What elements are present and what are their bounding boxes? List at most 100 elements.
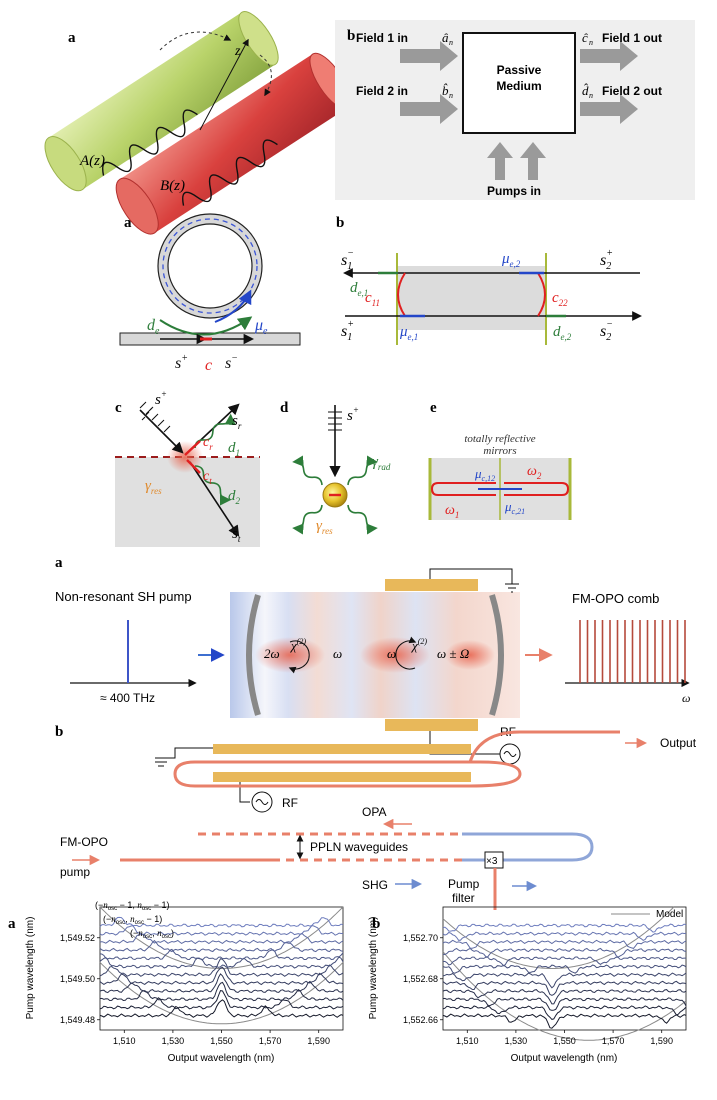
chart-a-label: a (8, 916, 16, 932)
pump-label-2: pump (60, 865, 90, 879)
chart-a-series (99, 906, 344, 1025)
splus-label: s+ (175, 353, 188, 372)
y-tick-label: 1,552.66 (403, 1015, 438, 1025)
ring-inner (167, 223, 253, 309)
pump-trace (442, 956, 686, 967)
c-transmitted (189, 461, 240, 537)
pump-trace (99, 981, 344, 1002)
x-tick-label: 1,590 (307, 1036, 330, 1046)
e-omega1-label: ω1 (445, 503, 459, 520)
s2minus-label: s2− (600, 319, 613, 343)
panel3e-mirrors: e totally reflective mirrors μc,12 ω2 ω1… (428, 400, 572, 520)
s2plus-label: s2+ (600, 248, 613, 272)
x-tick-label: 1,510 (456, 1036, 479, 1046)
mue1-label: μe,1 (399, 324, 418, 342)
panel2a-label: a (124, 215, 132, 231)
e-title-1: totally reflective (464, 433, 535, 445)
c-d2-label: d2 (228, 488, 241, 506)
de-label: de (147, 317, 160, 337)
panel2b-two-port: b s1− s1+ s2+ s2− de,1 c11 μe,1 μe,2 c22… (336, 215, 642, 345)
c-label: c (205, 357, 212, 374)
op-c: ĉ (582, 30, 588, 45)
panel4b-label: b (55, 724, 63, 740)
field1-in-label: Field 1 in (356, 31, 408, 45)
x-tick-label: 1,570 (259, 1036, 282, 1046)
ppln-label: PPLN waveguides (310, 840, 408, 854)
pump-trace (99, 973, 344, 994)
panel4a-fm-opo: a Non-resonant SH pump ≈ 400 THz RF 2ω χ… (55, 555, 690, 765)
de-arrow (159, 316, 253, 336)
pump-trace (99, 925, 344, 936)
c11-curve (397, 272, 406, 317)
pumps-in-label: Pumps in (487, 184, 541, 198)
pump-arrow-1 (487, 142, 513, 180)
d-splus-label: s+ (347, 405, 359, 424)
op-d-sub: n (589, 91, 593, 100)
passive-medium-title-1: Passive (497, 63, 542, 77)
chi2-left: χ(2) (289, 637, 306, 653)
x-tick-label: 1,550 (553, 1036, 576, 1046)
output-guide (468, 730, 620, 763)
c-gamma-res-label: γres (145, 478, 162, 496)
e-omega2-label: ω2 (527, 464, 542, 481)
panel2a-ring-resonator: a de μe s+ c s− (119, 213, 301, 374)
cyl-a-label: A(z) (79, 153, 105, 169)
chart-b-xlabel: Output wavelength (nm) (511, 1053, 618, 1064)
c-splus-label: s+ (155, 389, 167, 408)
op-a-sub: n (449, 38, 453, 47)
chi2-right: χ(2) (410, 637, 427, 653)
chart-a-ylabel: Pump wavelength (nm) (25, 917, 36, 1020)
electrode-bottom (385, 719, 478, 731)
field2-out-label: Field 2 out (602, 84, 662, 98)
panel3d-label: d (280, 400, 289, 416)
y-tick-label: 1,549.50 (60, 974, 95, 984)
omega-left: ω (333, 646, 342, 661)
mirror-left-4a (246, 594, 261, 716)
chart-b-series (442, 906, 687, 1041)
two-omega-label: 2ω (264, 646, 280, 661)
pump-trace (442, 947, 687, 958)
wave-b-path (182, 139, 278, 206)
pump-trace (99, 916, 344, 928)
passive-medium-box (462, 32, 576, 134)
y-tick-label: 1,549.52 (60, 933, 95, 943)
sminus-label: s− (225, 353, 238, 372)
panel3c-interface: c sr d1 cr ct d2 st s+ γres (115, 389, 260, 547)
op-b-sub: n (449, 91, 453, 100)
c-st-label: st (232, 526, 241, 544)
mirror-right-4a (489, 594, 504, 716)
c22-label: c22 (552, 290, 568, 308)
electrode-top (385, 579, 478, 591)
electrode-top-4b (213, 744, 471, 754)
mue-label: μe (254, 317, 268, 337)
comb-omega-label: ω (682, 691, 690, 705)
de2-label: de,2 (553, 324, 572, 342)
model-curve (99, 906, 344, 969)
rf-label-4b: RF (282, 796, 298, 810)
ring-guide (173, 760, 522, 788)
wave-a-path (102, 109, 198, 176)
passive-medium-title-2: Medium (496, 79, 541, 93)
cr-arrow (184, 440, 201, 456)
model-curve (99, 961, 344, 1025)
op-a: â (442, 30, 449, 45)
field1-out-arrow (580, 41, 638, 71)
sh-pump-label: Non-resonant SH pump (55, 589, 192, 604)
y-tick-label: 1,552.68 (403, 974, 438, 984)
chart-b-legend: Model (656, 909, 683, 920)
pump-trace (99, 958, 344, 977)
pump-trace (99, 999, 344, 1018)
d-gamma-res-label: γres (316, 518, 333, 536)
s1minus-label: s1− (341, 248, 354, 272)
freq-label: ≈ 400 THz (100, 691, 155, 705)
panel1b-passive-medium: b Passive Medium Field 1 in Field 2 in â… (335, 20, 695, 200)
c-sr-label: sr (232, 413, 242, 431)
omega-right: ω (387, 646, 396, 661)
c-ct-label: ct (203, 469, 212, 486)
cavity-region (397, 266, 546, 330)
op-d: d̂ (582, 83, 589, 98)
output-label: Output (660, 736, 697, 750)
